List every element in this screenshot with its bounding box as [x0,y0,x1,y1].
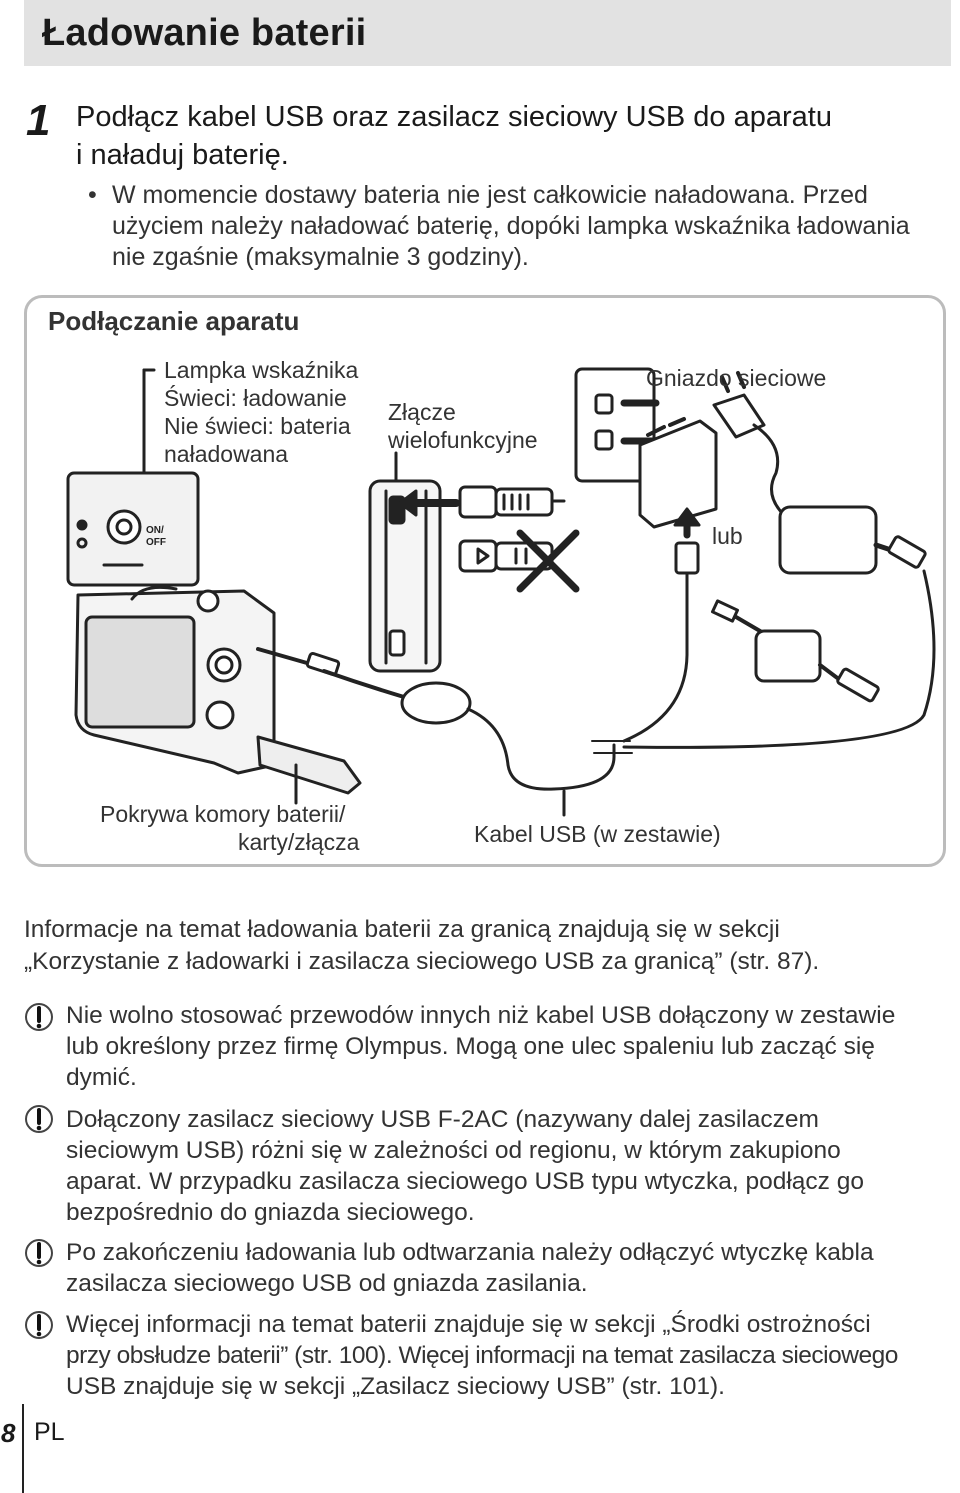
page-number: 8 [1,1418,16,1448]
or-label: lub [712,523,743,549]
camera-cable-stub [256,647,316,667]
usb-cable [322,669,406,699]
indicator-label: naładowana [164,441,289,467]
page-language: PL [34,1418,65,1446]
warning-text-line: zasilacza sieciowego USB od gniazda zasi… [66,1270,588,1297]
battery-cover-icon [256,735,362,795]
small-adapter-icon [754,629,822,683]
warning-icon [24,1238,54,1268]
warning-icon [24,1310,54,1340]
warning-text-line: lub określony przez firmę Olympus. Mogą … [66,1033,875,1060]
connector-label: wielofunkcyjne [388,427,538,453]
warning-text-line: Dołączony zasilacz sieciowy USB F-2AC (n… [66,1106,819,1133]
cable-adapter-icon [778,505,878,575]
footer-rule [22,1404,24,1493]
bullet-note-line: użyciem należy naładować baterię, dopóki… [112,212,910,240]
bullet-note-line: W momencie dostawy bateria nie jest całk… [112,181,868,209]
warning-text-line: USB znajduje się w sekcji „Zasilacz siec… [66,1373,725,1400]
usb-plug-icon [674,541,700,575]
camera-screen-icon [84,615,196,729]
warning-icon [24,1002,54,1032]
warning-text-line: Po zakończeniu ładowania lub odtwarzania… [66,1239,874,1266]
camera-dial-icon [206,647,242,683]
cable-label: Kabel USB (w zestawie) [474,821,721,847]
bullet-marker: • [88,181,97,209]
correct-plug-icon [458,485,498,519]
connection-diagram: ON/ OFF [66,367,936,817]
micro-usb-plug-icon [305,651,341,677]
on-off-label: OFF [146,537,166,548]
ac-cord [752,423,786,517]
warning-icon [24,1104,54,1134]
power-button-icon [106,509,142,545]
outlet-label: Gniazdo sieciowe [646,365,827,391]
info-line: „Korzystanie z ładowarki i zasilacza sie… [24,948,820,975]
indicator-label: Świeci: ładowanie [164,385,347,411]
ferrite-core-icon [400,681,472,725]
plug-adapter-icon [638,419,718,529]
step-number: 1 [26,96,51,145]
on-off-label: ON/ [146,525,164,536]
warning-text-line: dymić. [66,1064,137,1091]
diagram-frame [24,295,946,867]
warning-text-line: przy obsłudze baterii” (str. 100). Więce… [66,1342,898,1369]
warning-text-line: Więcej informacji na temat baterii znajd… [66,1311,871,1338]
cover-label: karty/złącza [238,829,360,855]
bullet-note-line: nie zgaśnie (maksymalnie 3 godziny). [112,243,529,271]
indicator-label: Nie świeci: bateria [164,413,351,439]
title-bar [24,0,951,66]
step-instruction-line: i naładuj baterię. [76,139,289,171]
info-line: Informacje na temat ładowania baterii za… [24,916,780,943]
cover-label: Pokrywa komory baterii/ [100,801,346,827]
wall-plug-icon [712,393,766,439]
warning-text-line: Nie wolno stosować przewodów innych niż … [66,1002,896,1029]
shutter-button-icon [196,589,220,613]
warning-text-line: bezpośrednio do gniazda sieciowego. [66,1199,475,1226]
indicator-label: Lampka wskaźnika [164,357,359,383]
connector-label: Złącze [388,399,456,425]
warning-text-line: sieciowym USB) różni się w zależności od… [66,1137,841,1164]
diagram-heading: Podłączanie aparatu [48,306,300,336]
step-instruction-line: Podłącz kabel USB oraz zasilacz sieciowy… [76,101,832,133]
warning-text-line: aparat. W przypadku zasilacza sieciowego… [66,1168,864,1195]
cross-mark-icon [516,529,580,593]
page-title: Ładowanie baterii [42,12,367,54]
